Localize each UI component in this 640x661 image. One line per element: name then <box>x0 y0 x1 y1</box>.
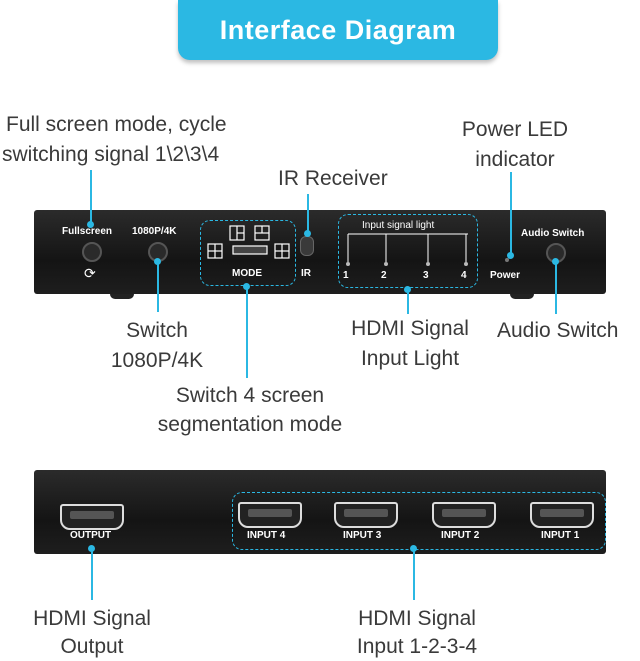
label-power-led-1: Power LED <box>461 118 569 141</box>
callout-line <box>157 262 159 312</box>
callout-line <box>555 262 557 314</box>
callout-line <box>91 548 93 600</box>
fullscreen-button[interactable] <box>82 242 102 262</box>
fullscreen-label: Fullscreen <box>62 226 113 237</box>
hdmi-input-port <box>432 502 496 528</box>
label-ir-receiver: IR Receiver <box>278 167 388 190</box>
device-foot <box>110 294 134 299</box>
ir-label: IR <box>301 268 311 279</box>
callout-line <box>510 172 512 256</box>
ir-sensor <box>300 236 314 256</box>
device-foot <box>510 294 534 299</box>
callout-dot <box>410 545 417 552</box>
channel-4-label: 4 <box>461 270 467 281</box>
input-4-label: INPUT 4 <box>247 530 286 541</box>
layout-icons <box>207 225 290 259</box>
label-hdmi-in-2: Input 1-2-3-4 <box>356 635 478 658</box>
label-power-led-2: indicator <box>475 148 555 171</box>
callout-dot <box>88 545 95 552</box>
signal-led-bracket <box>347 233 468 262</box>
channel-1-label: 1 <box>343 270 349 281</box>
callout-line <box>407 288 409 314</box>
signal-led <box>464 262 468 266</box>
front-panel <box>34 210 606 294</box>
callout-line <box>246 286 248 378</box>
input-3-label: INPUT 3 <box>343 530 382 541</box>
label-fullscreen-1: Full screen mode, cycle <box>6 113 227 136</box>
resolution-label: 1080P/4K <box>132 226 177 237</box>
hdmi-output-port <box>60 504 124 530</box>
label-switch-res-2: 1080P/4K <box>110 349 204 372</box>
label-seg-mode-2: segmentation mode <box>157 413 343 436</box>
label-hdmi-in-1: HDMI Signal <box>358 607 476 630</box>
signal-led <box>346 262 350 266</box>
hdmi-input-port <box>530 502 594 528</box>
cycle-icon: ⟳ <box>84 265 96 281</box>
callout-dot <box>243 283 250 290</box>
hdmi-input-port <box>334 502 398 528</box>
callout-dot <box>552 258 559 265</box>
callout-dot <box>507 252 514 259</box>
title-banner: Interface Diagram <box>178 0 498 60</box>
callout-line <box>307 194 309 234</box>
label-seg-mode-1: Switch 4 screen <box>175 384 325 407</box>
label-audio-switch: Audio Switch <box>497 319 619 342</box>
hdmi-input-port <box>238 502 302 528</box>
power-led <box>505 258 509 262</box>
callout-dot <box>404 286 411 293</box>
channel-2-label: 2 <box>381 270 387 281</box>
signal-led <box>384 262 388 266</box>
callout-dot <box>154 258 161 265</box>
channel-3-label: 3 <box>423 270 429 281</box>
audio-switch-label: Audio Switch <box>521 228 585 239</box>
label-fullscreen-2: switching signal 1\2\3\4 <box>2 143 220 166</box>
signal-light-title: Input signal light <box>362 220 435 231</box>
callout-dot <box>87 221 94 228</box>
signal-led <box>426 262 430 266</box>
label-switch-res-1: Switch <box>126 319 188 342</box>
label-hdmi-light-2: Input Light <box>360 347 460 370</box>
power-label: Power <box>490 270 521 281</box>
output-label: OUTPUT <box>70 530 112 541</box>
back-panel <box>34 470 606 554</box>
label-hdmi-out-1: HDMI Signal <box>33 607 151 630</box>
banner-title: Interface Diagram <box>219 14 457 45</box>
mode-label: MODE <box>232 268 262 279</box>
input-1-label: INPUT 1 <box>541 530 580 541</box>
label-hdmi-out-2: Output <box>60 635 124 658</box>
callout-dot <box>304 230 311 237</box>
callout-line <box>413 550 415 600</box>
inputs-box <box>232 492 606 550</box>
label-hdmi-light-1: HDMI Signal <box>351 317 469 340</box>
input-2-label: INPUT 2 <box>441 530 480 541</box>
callout-line <box>90 170 92 226</box>
